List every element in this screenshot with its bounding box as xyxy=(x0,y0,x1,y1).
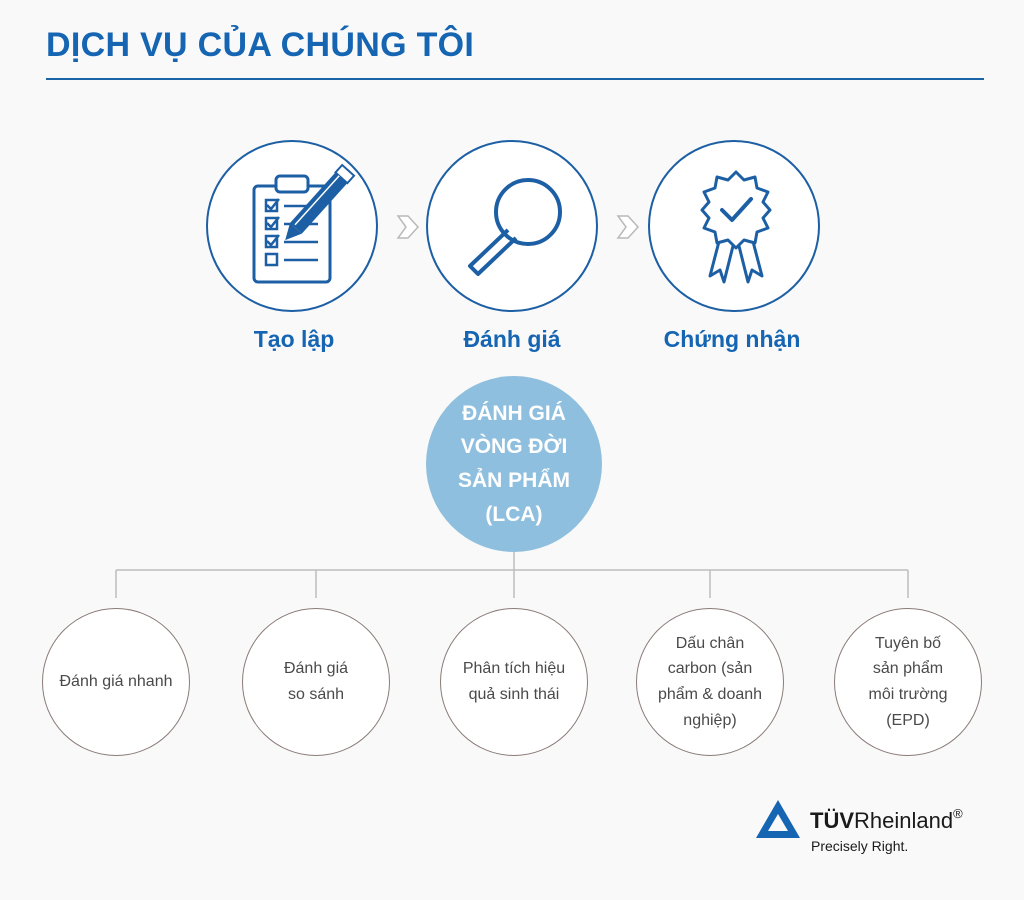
registered-mark: ® xyxy=(953,806,963,821)
service-label: Tuyên bố sản phẩm môi trường (EPD) xyxy=(868,634,948,729)
step-assess-circle xyxy=(426,140,598,312)
service-node-quick-assessment: Đánh giá nhanh xyxy=(42,608,190,756)
service-node-carbon-footprint: Dấu chân carbon (sản phẩm & doanh nghiệp… xyxy=(636,608,784,756)
brand-name-rest: Rheinland xyxy=(854,808,954,833)
brand-tagline: Precisely Right. xyxy=(811,838,909,854)
service-node-comparative-assessment: Đánh giá so sánh xyxy=(242,608,390,756)
step-assess-label: Đánh giá xyxy=(463,326,561,352)
tuv-triangle-logo-icon xyxy=(756,800,800,838)
service-label: Phân tích hiệu quả sinh thái xyxy=(462,660,566,703)
step-create-label: Tạo lập xyxy=(253,326,335,352)
brand-name-bold: TÜV xyxy=(810,808,854,833)
lca-center-node: ĐÁNH GIÁ VÒNG ĐỜI SẢN PHẨM (LCA) xyxy=(426,376,602,552)
service-label: Đánh giá nhanh xyxy=(59,673,173,691)
lca-center-label: ĐÁNH GIÁ VÒNG ĐỜI SẢN PHẨM (LCA) xyxy=(457,401,570,526)
step-create-circle xyxy=(206,140,378,312)
step-certify-label: Chứng nhận xyxy=(663,326,801,352)
step-arrow-icon xyxy=(616,215,640,239)
title-divider xyxy=(46,78,984,80)
clipboard-checklist-icon xyxy=(252,163,356,284)
service-label: Đánh giá so sánh xyxy=(283,660,349,703)
step-arrow-icon xyxy=(396,215,420,239)
page-title: DỊCH VỤ CỦA CHÚNG TÔI xyxy=(46,26,475,64)
service-node-eco-efficiency: Phân tích hiệu quả sinh thái xyxy=(440,608,588,756)
brand-name: TÜVRheinland® xyxy=(810,806,963,834)
step-certify-circle xyxy=(648,140,820,312)
service-label: Dấu chân carbon (sản phẩm & doanh nghiệp… xyxy=(657,634,763,729)
award-ribbon-icon xyxy=(700,170,772,284)
service-node-epd: Tuyên bố sản phẩm môi trường (EPD) xyxy=(834,608,982,756)
magnifier-icon xyxy=(468,178,562,276)
